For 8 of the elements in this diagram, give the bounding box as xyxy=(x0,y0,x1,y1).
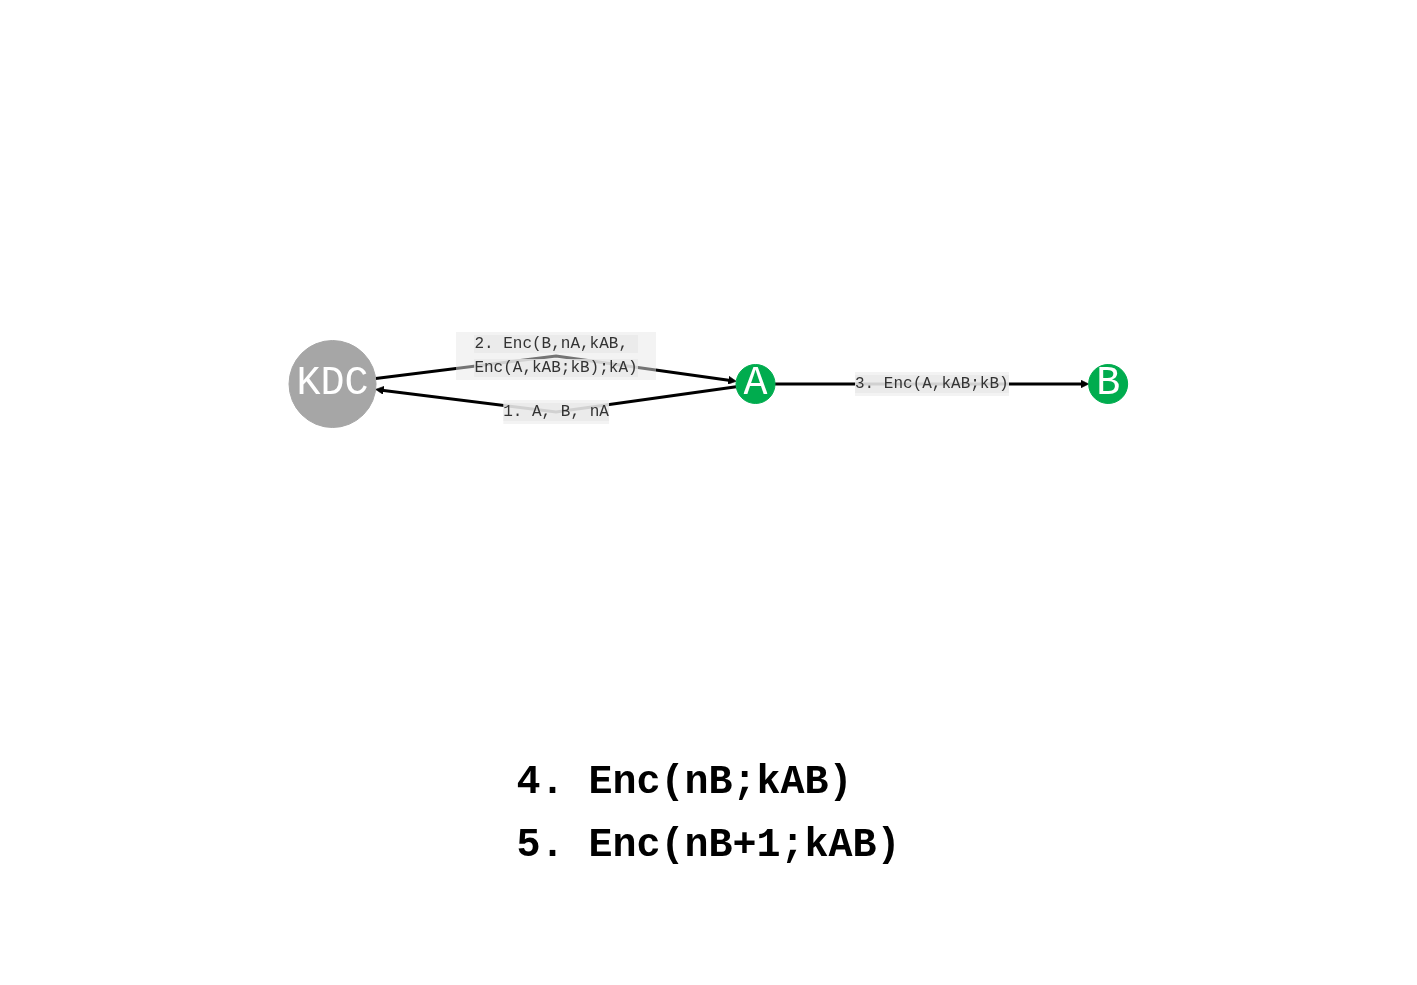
node-circle: B xyxy=(1088,364,1129,405)
edge-label: 3. Enc(A,kAB;kB) xyxy=(855,375,1009,394)
message-label: 4. Enc(nB;kAB) xyxy=(516,760,853,805)
node-circle: A xyxy=(735,364,776,405)
edge-label: 1. A, B, nA xyxy=(503,403,609,422)
message-label: 5. Enc(nB+1;kAB) xyxy=(516,823,901,868)
edge-label: 2. Enc(B,nA,kAB, Enc(A,kAB;kB);kA) xyxy=(474,335,638,378)
node-circle: KDC xyxy=(288,340,377,429)
